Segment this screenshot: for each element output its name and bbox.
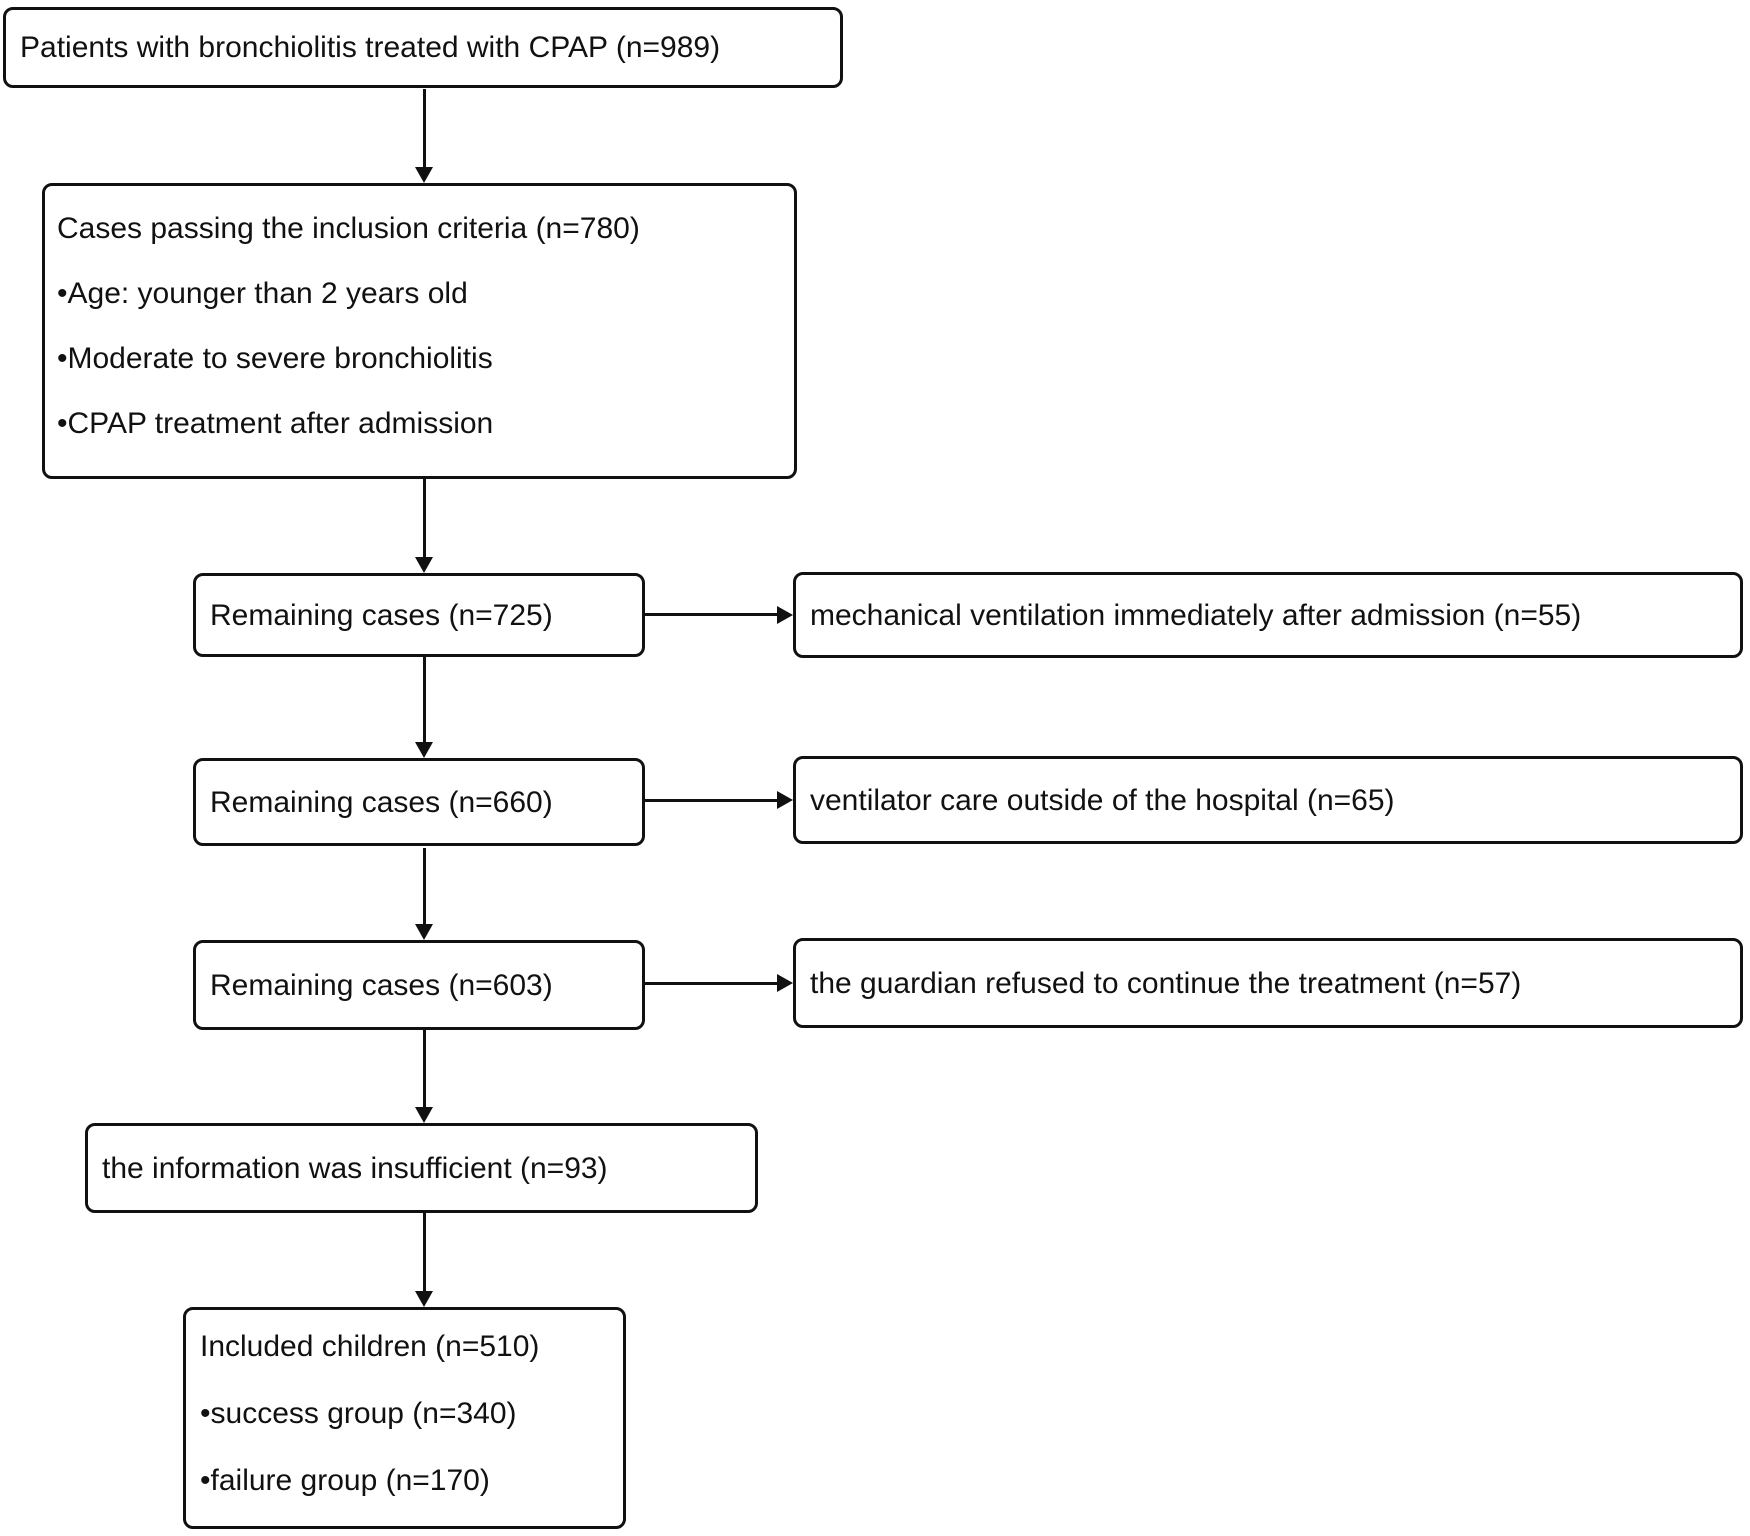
inclusion-criterion-severity: •Moderate to severe bronchiolitis (57, 342, 493, 376)
connector-remaining603-to-insufficient-line (423, 1030, 426, 1109)
arrow-down-icon (415, 1291, 433, 1307)
flow-box-remaining-660-label: Remaining cases (n=660) (210, 785, 553, 819)
connector-inclusion-to-remaining725-line (423, 479, 426, 559)
included-success-group: •success group (n=340) (200, 1396, 517, 1430)
inclusion-criterion-age: •Age: younger than 2 years old (57, 276, 468, 310)
flow-box-excluded-guardian-refused: the guardian refused to continue the tre… (793, 938, 1743, 1028)
flow-box-remaining-603-label: Remaining cases (n=603) (210, 968, 553, 1002)
arrow-down-icon (415, 924, 433, 940)
arrow-right-icon (777, 606, 793, 624)
connector-remaining660-to-exclusion-line (645, 799, 778, 802)
connector-remaining660-to-remaining603-line (423, 848, 426, 926)
flow-box-patients-label: Patients with bronchiolitis treated with… (20, 31, 721, 64)
arrow-right-icon (777, 791, 793, 809)
flow-box-remaining-725: Remaining cases (n=725) (193, 573, 645, 657)
included-children-title: Included children (n=510) (200, 1329, 540, 1363)
flow-box-excluded-mechanical-ventilation-label: mechanical ventilation immediately after… (810, 598, 1582, 632)
inclusion-criteria-title: Cases passing the inclusion criteria (n=… (57, 211, 640, 245)
connector-remaining725-to-remaining660-line (423, 657, 426, 744)
flow-box-inclusion-criteria: Cases passing the inclusion criteria (n=… (42, 183, 797, 479)
flow-box-included-children: Included children (n=510) •success group… (183, 1307, 626, 1529)
included-failure-group: •failure group (n=170) (200, 1463, 490, 1497)
flow-box-excluded-ventilator-care-label: ventilator care outside of the hospital … (810, 783, 1395, 817)
flow-box-remaining-603: Remaining cases (n=603) (193, 940, 645, 1030)
connector-remaining603-to-exclusion-line (645, 982, 778, 985)
arrow-right-icon (777, 974, 793, 992)
flow-box-excluded-guardian-refused-label: the guardian refused to continue the tre… (810, 966, 1522, 1000)
flow-box-insufficient-information: the information was insufficient (n=93) (85, 1123, 758, 1213)
flow-box-remaining-725-label: Remaining cases (n=725) (210, 598, 553, 632)
arrow-down-icon (415, 742, 433, 758)
flow-box-patients: Patients with bronchiolitis treated with… (3, 7, 843, 88)
connector-patients-to-inclusion-line (423, 89, 426, 169)
arrow-down-icon (415, 557, 433, 573)
arrow-down-icon (415, 1107, 433, 1123)
flow-box-excluded-mechanical-ventilation: mechanical ventilation immediately after… (793, 572, 1743, 658)
flow-box-remaining-660: Remaining cases (n=660) (193, 758, 645, 846)
inclusion-criterion-cpap: •CPAP treatment after admission (57, 407, 494, 441)
flow-box-excluded-ventilator-care: ventilator care outside of the hospital … (793, 756, 1743, 844)
arrow-down-icon (415, 167, 433, 183)
connector-remaining725-to-exclusion-line (645, 613, 778, 616)
connector-insufficient-to-included-line (423, 1213, 426, 1293)
flow-box-insufficient-information-label: the information was insufficient (n=93) (102, 1151, 608, 1185)
